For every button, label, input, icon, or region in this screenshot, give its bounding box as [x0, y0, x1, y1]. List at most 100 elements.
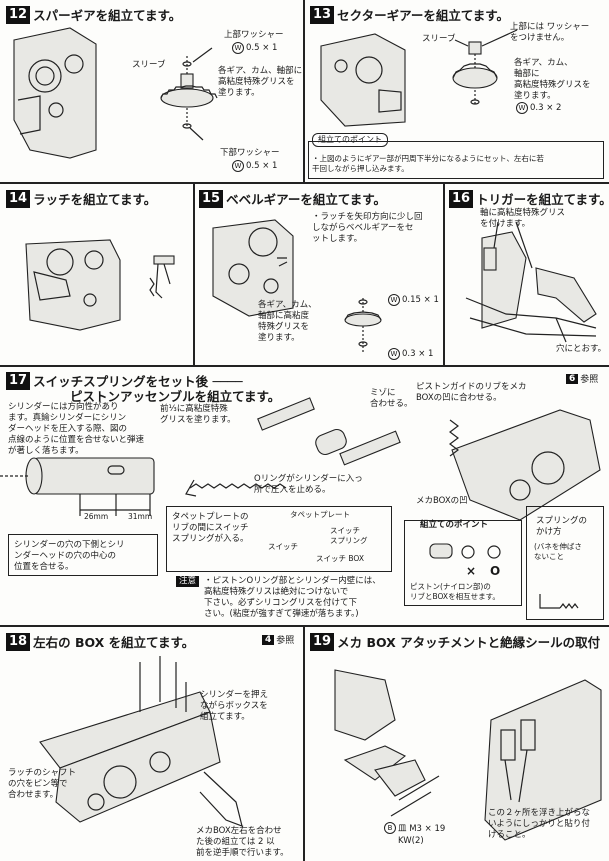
s17-mark-o: O	[490, 564, 501, 578]
s18-mech-note: メカBOX左右を合わせ た後の組立ては 2 以 前を逆手順で行います。	[196, 826, 289, 858]
s17-piston-note: ピストン(ナイロン部)の リブとBOXを相互せます。	[410, 582, 500, 601]
step-16-header: 16 トリガーを組立てます。	[449, 189, 609, 208]
s17-cylinder-note: シリンダーには方向性があり ます。真鍮シリンダーにシリン ダーヘッドを圧入する際…	[8, 402, 145, 456]
s12-upper-washer-label: 上部ワッシャー	[224, 30, 284, 40]
divider-col-b	[193, 182, 195, 365]
step-15-illustration	[212, 219, 382, 352]
divider-col-c	[443, 182, 445, 365]
step-13-header: 13 セクターギアーを組立てます。	[310, 5, 509, 24]
step-number: 19	[310, 632, 335, 651]
s17-spring-box	[526, 506, 604, 620]
step-15-header: 15 ベベルギアーを組立てます。	[199, 189, 386, 208]
step-13-illustration	[320, 29, 518, 127]
s17-align-note: シリンダーの穴の下側とシリ ンダーヘッドの穴の中心の 位置を合せる。	[14, 540, 125, 572]
step-title: スイッチスプリングをセット後 ────	[33, 374, 243, 389]
s16-hole-note: 穴にとおす。	[556, 344, 607, 354]
step-number: 13	[310, 5, 335, 24]
s17-switch-label: スイッチ	[268, 542, 298, 551]
step-title: トリガーを組立てます。	[476, 192, 609, 207]
washer-icon: W	[388, 294, 400, 306]
step-number: 18	[6, 632, 31, 651]
step-title: セクターギアーを組立てます。	[337, 8, 509, 23]
s18-ref: 4 参照	[262, 633, 294, 646]
step-12-illustration	[13, 27, 218, 159]
s12-lower-washer-spec: W 0.5 × 1	[232, 160, 277, 172]
s17-mark-x: ×	[466, 564, 477, 578]
step-16-illustration	[465, 221, 597, 343]
s13-sleeve-label: スリーブ	[422, 34, 456, 44]
s17-point-label: 組立てのポイント	[420, 520, 489, 530]
s17-tappet-box	[166, 506, 392, 572]
s17-oring-note: Oリングがシリンダーに入っ 所で圧入を止める。	[254, 474, 363, 495]
step-number: 15	[199, 189, 224, 208]
washer-icon: W	[516, 102, 528, 114]
step-14-header: 14 ラッチを組立てます。	[6, 189, 156, 208]
s15-lower-washer-spec: W 0.3 × 1	[388, 348, 433, 360]
s17-caution-text: ・ピストンOリング部とシリンダー内壁には、 高粘度特殊グリスは絶対につけないで …	[204, 576, 381, 619]
divider-col-a	[303, 0, 305, 182]
s17-ref: 6 参照	[566, 372, 598, 385]
step-17-illustration	[0, 397, 601, 521]
s15-grease-note: 各ギア、カム、 軸部に高粘度 特殊グリスを 塗ります。	[258, 300, 317, 343]
step-number: 17	[6, 371, 31, 390]
s17-point-illustration	[429, 543, 501, 559]
s13-point-box	[308, 141, 604, 179]
s12-upper-washer-spec: W 0.5 × 1	[232, 42, 277, 54]
step-title: ベベルギアーを組立てます。	[226, 192, 386, 207]
step-title: メカ BOX アタッチメントと絶縁シールの取付	[337, 635, 601, 650]
s19-kw-label: KW(2)	[398, 836, 424, 846]
step-number: 12	[6, 5, 31, 24]
s13-point-label: 組立てのポイント	[312, 133, 388, 147]
s19-seal-note: この２ヶ所を浮き上がらな いようにしっかりと貼り付 けること。	[488, 808, 591, 840]
s16-grease-note: 軸に高粘度特殊グリス を付けます。	[480, 208, 566, 229]
s17-spring-illustration	[539, 594, 579, 609]
step-14-illustration	[25, 239, 175, 331]
step-18-header: 18 左右の BOX を組立てます。	[6, 632, 194, 651]
s13-washer-spec: W 0.3 × 2	[516, 102, 561, 114]
s13-point-text: ・上図のようにギアー部が円周下半分になるようにセット、左右に若 干回しながら押し…	[312, 154, 544, 173]
step-17-header: 17 スイッチスプリングをセット後 ────	[6, 371, 243, 390]
s17-dim-a: 26mm	[84, 512, 109, 521]
s17-guide-note: ピストンガイドのリブをメカ BOXの凹に合わせる。	[416, 382, 527, 403]
s17-spring-label: スプリングの かけ方	[536, 516, 588, 537]
s17-tappet-note: タペットプレートの リブの間にスイッチ スプリングが入る。	[172, 512, 249, 544]
washer-icon: W	[232, 160, 244, 172]
washer-icon: W	[388, 348, 400, 360]
screw-id-icon: B	[384, 822, 396, 834]
s19-screw-label: B 皿 M3 × 19	[384, 822, 445, 834]
s17-switch-spring-label: スイッチ スプリング	[330, 526, 368, 545]
step-number: 16	[449, 189, 474, 208]
step-title: スパーギアを組立てます。	[33, 8, 182, 23]
s17-dim-b: 31mm	[128, 512, 153, 521]
s17-switch-box-label: スイッチ BOX	[316, 554, 364, 563]
s17-caution-label: 注意	[176, 576, 200, 587]
s17-mech-box-label: メカBOXの凹	[416, 496, 468, 506]
s13-grease-note: 各ギア、カム、 軸部に 高粘度特殊グリスを 塗ります。	[514, 58, 591, 101]
s12-lower-washer-label: 下部ワッシャー	[220, 148, 280, 158]
step-title: ラッチを組立てます。	[33, 192, 157, 207]
divider-row1	[0, 182, 609, 184]
step-17-subtitle: ピストンアッセンブルを組立てます。	[70, 389, 281, 404]
s17-point-box	[404, 520, 522, 606]
step-12-header: 12 スパーギアを組立てます。	[6, 5, 181, 24]
s17-groove-note: ミゾに 合わせる。	[370, 388, 413, 409]
step-title: 左右の BOX を組立てます。	[33, 635, 195, 650]
step-19-header: 19 メカ BOX アタッチメントと絶縁シールの取付	[310, 632, 600, 651]
s13-no-washer-note: 上部には ワッシャー をつけません。	[510, 22, 590, 43]
s15-upper-washer-spec: W 0.15 × 1	[388, 294, 439, 306]
s17-spring-note: (バネを伸ばさ ないこと	[534, 542, 582, 561]
s17-align-box	[8, 534, 158, 576]
step-18-illustration	[39, 656, 243, 827]
s17-tappet-plate-label: タペットプレート	[290, 510, 350, 519]
s12-grease-note: 各ギア、カム、軸部に 高粘度特殊グリスを 塗ります。	[218, 66, 303, 98]
step-19-illustration	[334, 669, 602, 841]
s18-latch-note: ラッチのシャフト の穴をピン等で 合わせます。	[8, 768, 77, 800]
s15-latch-note: ・ラッチを矢印方向に少し回 しながらベベルギアーをセ ットします。	[312, 212, 423, 244]
s12-sleeve-label: スリーブ	[132, 60, 166, 70]
washer-icon: W	[232, 42, 244, 54]
divider-row2	[0, 365, 609, 367]
divider-col-d	[303, 625, 305, 861]
s17-grease-note: 前⅓に高粘度特殊 グリスを塗ります。	[160, 404, 236, 425]
s18-cylinder-note: シリンダーを押え ながらボックスを 組立てます。	[200, 690, 269, 722]
